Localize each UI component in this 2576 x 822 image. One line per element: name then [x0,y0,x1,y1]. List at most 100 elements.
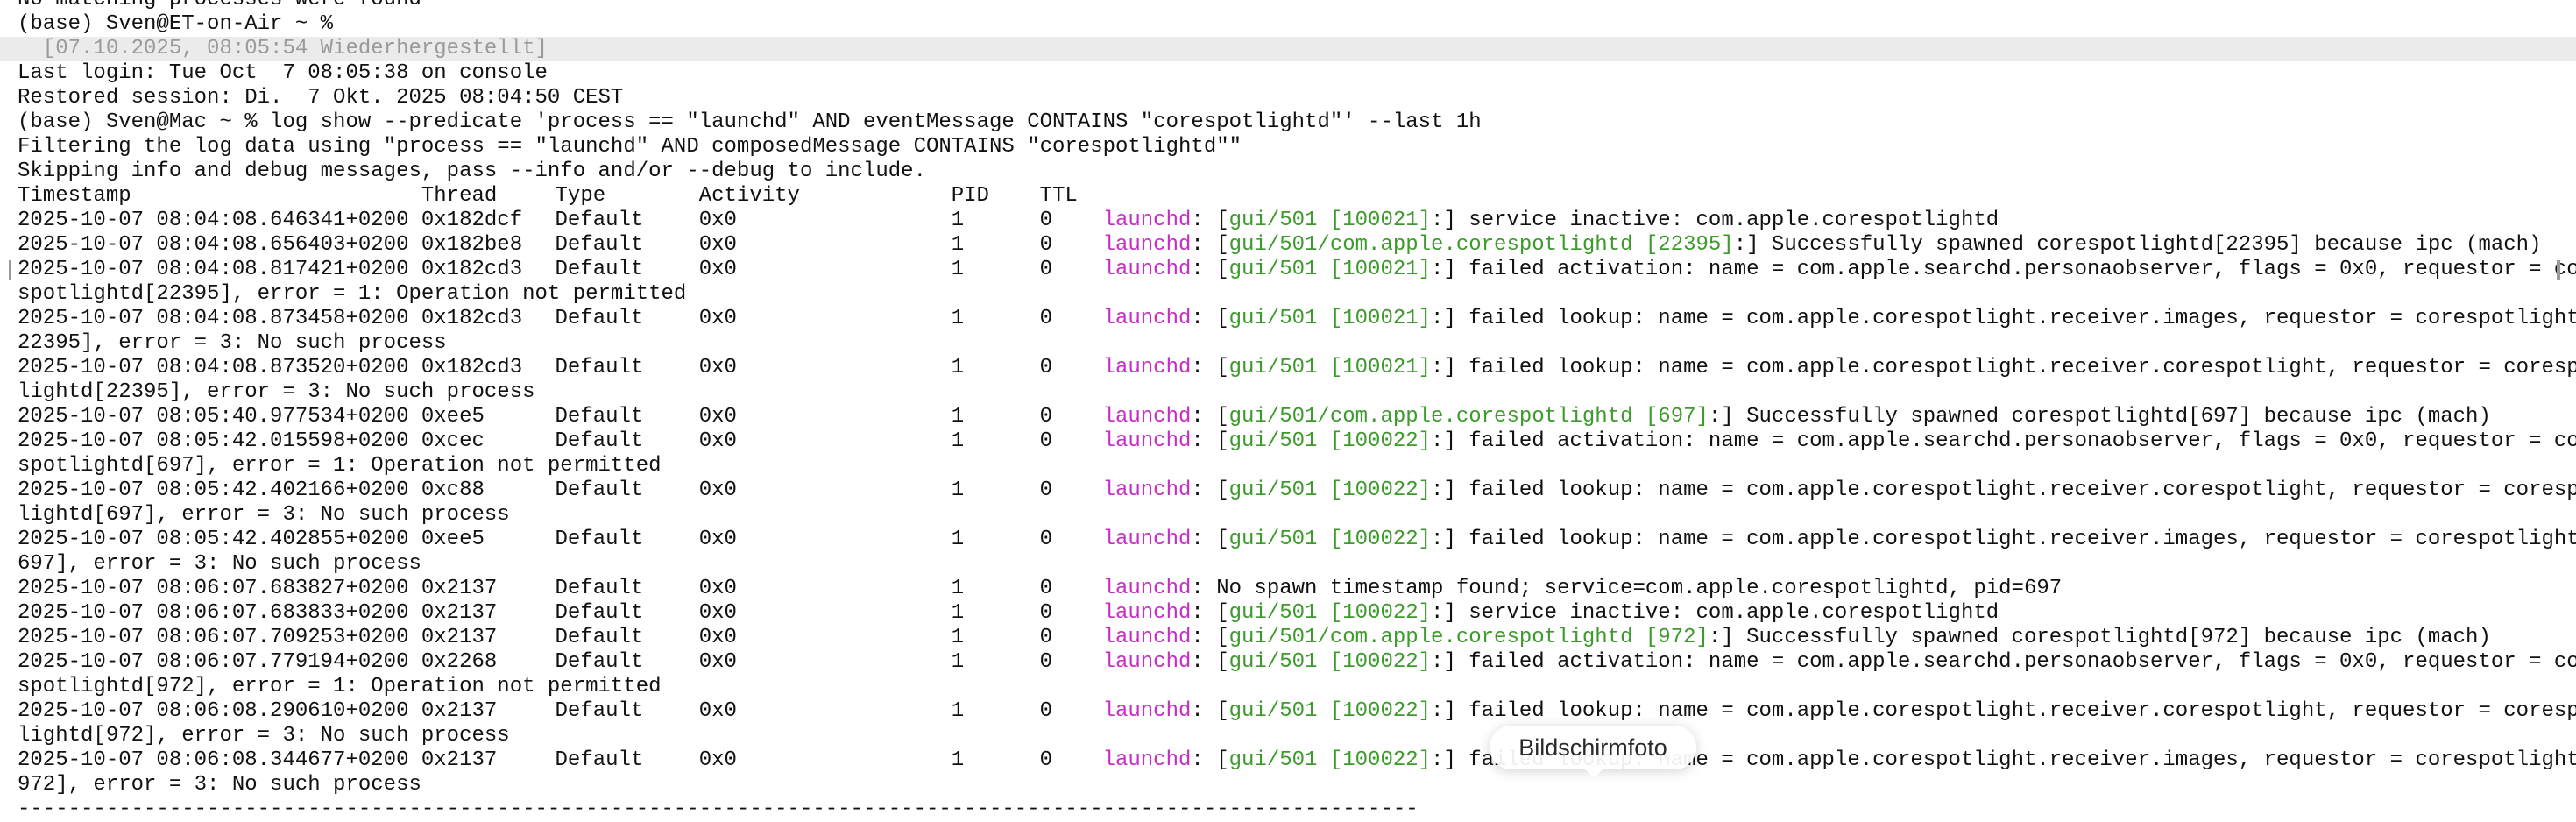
row-activity: 0x0 [698,405,737,429]
row-thread: 0x2137 [421,626,498,649]
row-message: launchd: [gui/501 [100021]:] failed look… [1103,356,2576,379]
row-type: Default [555,601,644,625]
row-thread: 0x182cd3 [421,307,523,330]
log-row-continuation: spotlightd[697], error = 1: Operation no… [18,454,662,478]
row-process: launchd [1102,233,1192,257]
row-thread: 0x2137 [421,748,498,772]
row-ttl: 0 [1039,233,1052,257]
row-timestamp: 2025-10-07 08:05:40.977534+0200 [18,405,409,429]
screenshot-tooltip: Bildschirmfoto [1490,726,1696,778]
row-scope: gui/501 [100022] [1228,699,1432,723]
header-pid: PID [951,184,989,208]
row-pid: 1 [951,258,965,281]
row-process: launchd [1102,626,1192,649]
row-text: No spawn timestamp found; service=com.ap… [1216,577,2063,600]
row-text: failed lookup: name = com.apple.corespot… [1468,699,2576,723]
row-message: launchd: [gui/501/com.apple.corespotligh… [1102,233,2542,257]
row-ttl: 0 [1039,626,1052,649]
row-pid: 1 [951,405,965,429]
row-scope: gui/501 [100021] [1228,307,1432,330]
row-pid: 1 [951,209,965,232]
row-message: launchd: [gui/501/com.apple.corespotligh… [1102,405,2491,429]
output-line: No matching processes were found [0,0,2576,12]
row-activity: 0x0 [698,601,737,625]
row-scope: gui/501 [100022] [1228,528,1432,551]
row-text: service inactive: com.apple.corespotligh… [1468,601,1999,625]
row-thread: 0x182cd3 [421,258,523,281]
row-thread: 0x182cd3 [421,356,523,379]
selection-marker-left [9,260,11,280]
row-pid: 1 [951,650,965,674]
row-type: Default [555,528,644,551]
row-thread: 0x2137 [421,601,498,625]
row-scope: gui/501 [100022] [1228,601,1432,625]
row-ttl: 0 [1039,528,1052,551]
row-message: launchd: [gui/501/com.apple.corespotligh… [1102,626,2491,649]
log-row: 2025-10-07 08:06:07.683833+0200 0x2137 Def… [0,601,2576,626]
row-thread: 0x182dcf [421,209,523,232]
row-text: failed lookup: name = com.apple.corespot… [1468,528,2576,551]
row-ttl: 0 [1039,429,1052,453]
row-ttl: 0 [1039,699,1052,723]
row-scope: gui/501 [100021] [1228,258,1432,281]
row-process: launchd [1102,528,1192,551]
log-row-continuation: 22395], error = 3: No such process [18,331,447,355]
row-pid: 1 [951,478,965,502]
row-type: Default [555,699,644,723]
row-activity: 0x0 [698,748,737,772]
prompt-line: (base) Sven@ET-on-Air ~ % [18,12,334,36]
row-message: launchd: [gui/501 [100021]:] failed look… [1103,307,2576,330]
row-message: launchd: [gui/501 [100022]:] service ina… [1102,601,1999,625]
row-pid: 1 [951,356,965,379]
row-ttl: 0 [1039,209,1052,232]
row-activity: 0x0 [698,528,737,551]
row-timestamp: 2025-10-07 08:06:07.683833+0200 [18,601,409,625]
row-ttl: 0 [1039,601,1052,625]
row-pid: 1 [951,307,965,330]
log-row-continuation: lightd[697], error = 3: No such process [18,503,510,527]
row-thread: 0x2268 [421,650,498,674]
row-pid: 1 [951,699,965,723]
row-scope: gui/501 [100022] [1228,429,1432,453]
row-scope: gui/501 [100022] [1228,650,1432,674]
row-ttl: 0 [1039,258,1052,281]
row-scope: gui/501/com.apple.corespotlightd [22395] [1228,233,1734,257]
row-scope: gui/501/com.apple.corespotlightd [972] [1228,626,1709,649]
row-timestamp: 2025-10-07 08:05:42.015598+0200 [18,429,409,453]
row-message: launchd: [gui/501 [100021]:] service ina… [1102,209,1999,232]
row-thread: 0xee5 [421,405,485,429]
row-message: launchd: [gui/501 [100022]:] failed look… [1103,478,2576,502]
log-row-continuation: spotlightd[972], error = 1: Operation no… [18,675,662,698]
row-thread: 0x182be8 [421,233,523,257]
row-type: Default [555,626,644,649]
row-timestamp: 2025-10-07 08:05:42.402166+0200 [18,478,409,502]
row-type: Default [555,307,644,330]
row-scope: gui/501 [100022] [1228,478,1432,502]
row-ttl: 0 [1039,650,1052,674]
row-message: launchd: [gui/501 [100022]:] failed look… [1103,699,2576,723]
row-type: Default [555,429,644,453]
row-type: Default [555,405,644,429]
row-scope: gui/501/com.apple.corespotlightd [697] [1228,405,1709,429]
command-line: (base) Sven@Mac ~ % log show --predicate… [18,110,1482,134]
header-timestamp: Timestamp [18,184,131,208]
row-message: launchd: [gui/501 [100022]:] failed look… [1103,528,2576,551]
row-timestamp: 2025-10-07 08:05:42.402855+0200 [18,528,409,551]
log-row-continuation: lightd[22395], error = 3: No such proces… [18,380,535,404]
row-type: Default [555,356,644,379]
tooltip-label: Bildschirmfoto [1518,733,1667,761]
session-restored-banner: [07.10.2025, 08:05:54 Wiederhergestellt] [0,37,2576,61]
separator-line: ----------------------------------------… [18,797,1419,821]
row-timestamp: 2025-10-07 08:04:08.656403+0200 [18,233,409,257]
row-pid: 1 [951,233,965,257]
